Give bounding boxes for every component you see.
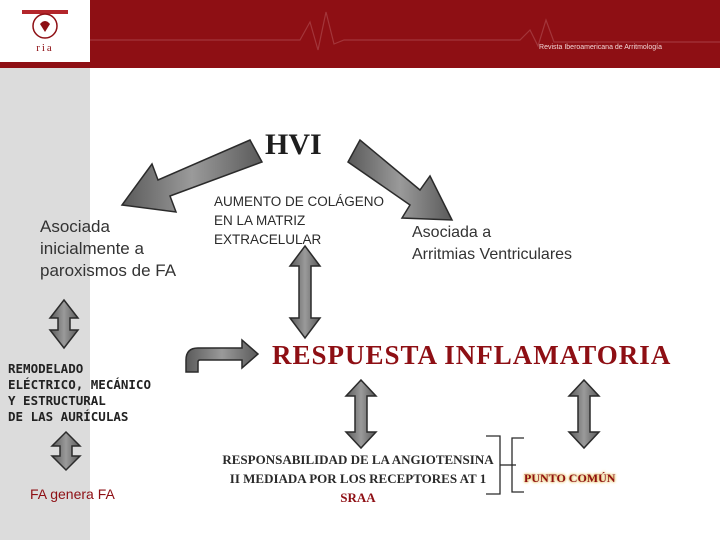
journal-logo: ria (0, 0, 90, 62)
ecg-wave-decoration (90, 11, 720, 51)
collagen-line: EN LA MATRIZ (214, 213, 306, 228)
remodel-line: ELÉCTRICO, MECÁNICO (8, 377, 151, 392)
right-title-line: Arritmias Ventriculares (412, 246, 573, 263)
collagen-line: EXTRACELULAR (214, 232, 322, 247)
node-respuesta: RESPUESTA INFLAMATORIA (272, 340, 672, 370)
bracket-connector (486, 435, 524, 495)
bent-arrow-remodel-to-respuesta (185, 338, 260, 373)
double-arrow-left-remodel (48, 298, 80, 350)
double-arrow-remodel-fa (50, 430, 82, 472)
angio-line: RESPONSABILIDAD DE LA ANGIOTENSINA (222, 452, 494, 467)
node-punto-comun: PUNTO COMÚN (524, 471, 616, 485)
remodel-line: REMODELADO (8, 361, 84, 376)
angio-line: II MEDIADA POR LOS RECEPTORES AT 1 (229, 471, 487, 486)
sraa-label: SRAA (340, 490, 376, 505)
journal-title: Revista Iberoamericana de Arritmología (539, 44, 662, 51)
left-title-line: Asociada (40, 217, 110, 236)
remodel-line: Y ESTRUCTURAL (8, 393, 106, 408)
collagen-line: AUMENTO DE COLÁGENO (214, 194, 385, 209)
node-hvi: HVI (265, 128, 322, 161)
double-arrow-respuesta-angio (344, 378, 378, 450)
right-title-line: Asociada a (412, 224, 492, 241)
double-arrow-collagen-respuesta (288, 244, 322, 340)
header-banner: ria Revista Iberoamericana de Arritmolog… (0, 0, 720, 68)
node-remodel: REMODELADO ELÉCTRICO, MECÁNICO Y ESTRUCT… (8, 361, 151, 425)
node-collagen: AUMENTO DE COLÁGENO EN LA MATRIZ EXTRACE… (214, 192, 384, 249)
logo-bar (22, 10, 68, 14)
heart-icon (32, 13, 58, 39)
node-angiotensina: RESPONSABILIDAD DE LA ANGIOTENSINA II ME… (214, 450, 502, 507)
node-left-title: Asociada inicialmente a paroxismos de FA (40, 216, 176, 282)
arrow-hvi-to-left (120, 139, 264, 213)
logo-text: ria (36, 42, 54, 54)
node-right-title: Asociada a Arritmias Ventriculares (412, 222, 572, 266)
left-title-line: inicialmente a (40, 239, 144, 258)
node-fa-genera: FA genera FA (30, 486, 115, 502)
left-title-line: paroxismos de FA (40, 261, 177, 280)
arrow-hvi-to-right (347, 138, 454, 221)
double-arrow-respuesta-punto (567, 378, 601, 450)
remodel-line: DE LAS AURÍCULAS (8, 409, 129, 424)
